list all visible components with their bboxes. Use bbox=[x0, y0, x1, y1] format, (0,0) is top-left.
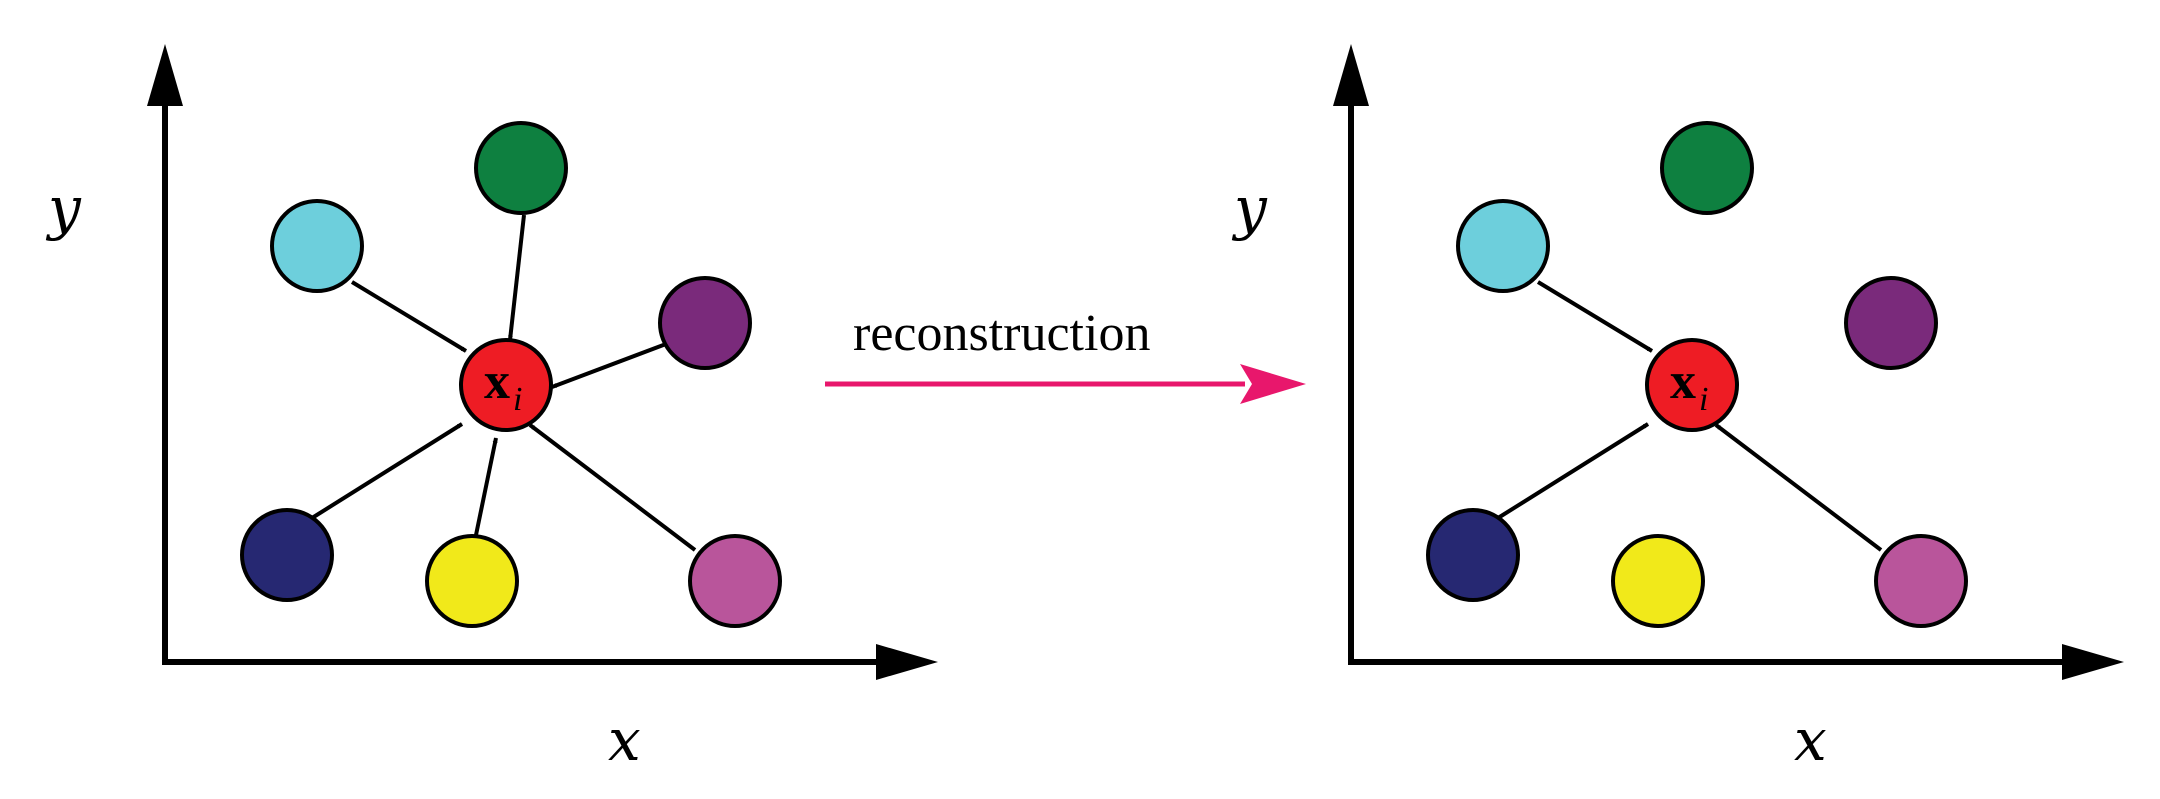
right-node-green bbox=[1660, 121, 1754, 215]
right-node-navy bbox=[1426, 508, 1520, 602]
right-y-axis bbox=[1333, 44, 1369, 662]
right-node-yellow bbox=[1611, 534, 1705, 628]
right-node-cyan bbox=[1456, 199, 1550, 293]
right-nodes: xi bbox=[1426, 121, 1968, 628]
right-x-axis-label: x bbox=[1794, 706, 1827, 774]
left-node-purple bbox=[658, 276, 752, 370]
right-edge-pink bbox=[1714, 423, 1883, 552]
left-node-yellow bbox=[425, 534, 519, 628]
left-edge-navy bbox=[310, 422, 464, 520]
right-center-label: xi bbox=[1670, 353, 1708, 418]
right-edge-navy bbox=[1496, 422, 1650, 520]
right-node-pink bbox=[1874, 534, 1968, 628]
left-node-cyan bbox=[270, 199, 364, 293]
right-node-purple bbox=[1844, 276, 1938, 370]
left-x-axis bbox=[162, 644, 938, 680]
right-y-axis-label: y bbox=[1231, 174, 1268, 242]
right-x-axis-arrowhead bbox=[2062, 644, 2124, 680]
left-node-pink bbox=[688, 534, 782, 628]
left-y-axis-label: y bbox=[45, 174, 82, 242]
left-node-center bbox=[459, 338, 553, 432]
left-x-axis-label: x bbox=[608, 706, 641, 774]
left-nodes: xi bbox=[240, 121, 782, 628]
left-edge-pink bbox=[528, 423, 697, 552]
left-node-navy bbox=[240, 508, 334, 602]
right-edges bbox=[1496, 280, 1883, 552]
right-node-center bbox=[1645, 338, 1739, 432]
left-edge-green bbox=[508, 214, 526, 341]
right-edge-cyan bbox=[1536, 280, 1654, 353]
left-panel: y x xi bbox=[45, 44, 938, 774]
left-y-axis-arrowhead bbox=[147, 44, 183, 106]
right-x-axis bbox=[1348, 644, 2124, 680]
left-edges bbox=[310, 214, 697, 552]
left-edge-cyan bbox=[350, 280, 468, 353]
left-edge-purple bbox=[551, 342, 667, 389]
left-x-axis-arrowhead bbox=[876, 644, 938, 680]
right-panel: y x xi bbox=[1231, 44, 2124, 774]
left-center-label: xi bbox=[484, 353, 522, 418]
transition-arrow: reconstruction bbox=[825, 305, 1306, 404]
left-node-green bbox=[474, 121, 568, 215]
transition-arrowhead bbox=[1240, 364, 1306, 404]
left-edge-yellow bbox=[474, 437, 498, 536]
right-y-axis-arrowhead bbox=[1333, 44, 1369, 106]
transition-label: reconstruction bbox=[853, 305, 1150, 362]
left-y-axis bbox=[147, 44, 183, 662]
